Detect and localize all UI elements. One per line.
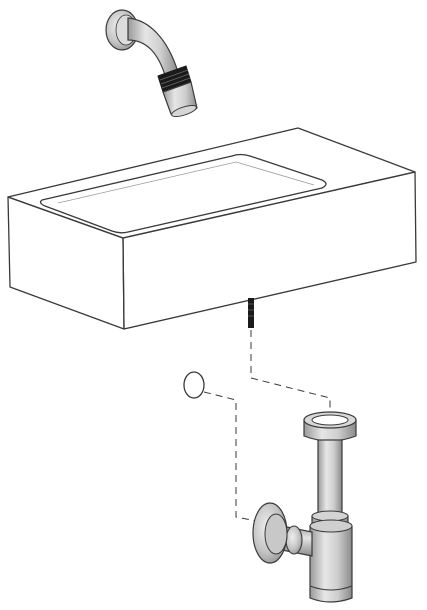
basin-front-face <box>7 196 125 330</box>
spout-pipe <box>127 17 179 79</box>
assembly-lines <box>203 330 331 523</box>
bottle-trap <box>252 411 357 603</box>
washbasin <box>7 127 417 330</box>
basin-top-face <box>7 127 416 239</box>
wall-tap-spout <box>105 9 198 118</box>
basin-side-face <box>122 171 417 330</box>
waste-valve-tail <box>248 298 254 328</box>
trap-tailpipe <box>317 439 343 517</box>
wall-drain-rosette <box>183 371 205 399</box>
basin-bowl-rim <box>39 153 327 234</box>
trap-bottle-body <box>309 525 353 603</box>
